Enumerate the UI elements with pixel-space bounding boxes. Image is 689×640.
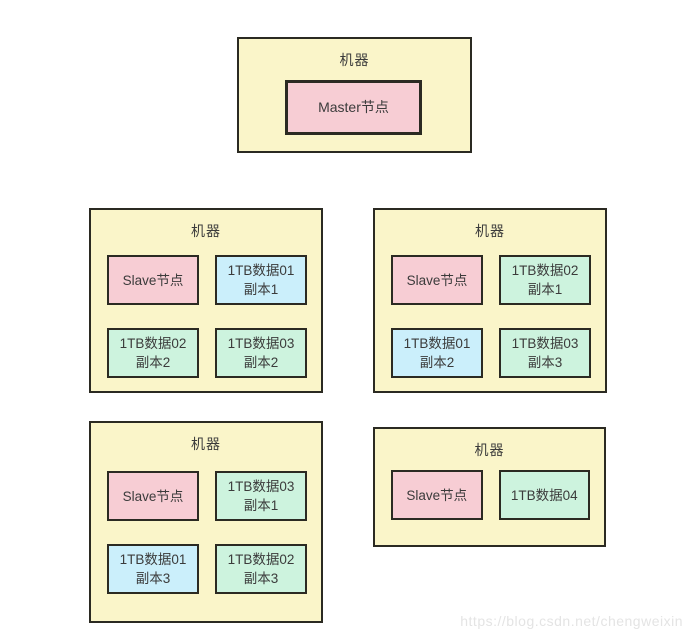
data-block-box: 1TB数据02 副本3 — [215, 544, 307, 594]
machine-title: 机器 — [339, 52, 370, 68]
slave-node-box: Slave节点 — [107, 471, 199, 521]
data-block-box: 1TB数据01 副本3 — [107, 544, 199, 594]
machine-nodes-grid: Slave节点 1TB数据01 副本1 1TB数据02 副本2 1TB数据03 … — [107, 255, 307, 378]
slave-node-box: Slave节点 — [391, 470, 483, 520]
data-block-box: 1TB数据01 副本2 — [391, 328, 483, 378]
data-block-box: 1TB数据03 副本2 — [215, 328, 307, 378]
data-block-box: 1TB数据02 副本1 — [499, 255, 591, 305]
slave-node-box: Slave节点 — [391, 255, 483, 305]
data-block-box: 1TB数据04 — [498, 470, 590, 520]
machine-title: 机器 — [191, 436, 221, 452]
machine-title: 机器 — [475, 223, 505, 239]
master-node-box: Master节点 — [285, 80, 422, 135]
data-block-box: 1TB数据03 副本3 — [499, 328, 591, 378]
data-block-box: 1TB数据03 副本1 — [215, 471, 307, 521]
machine-nodes-grid: Slave节点 1TB数据04 — [391, 470, 590, 520]
watermark: https://blog.csdn.net/chengweixin — [460, 613, 683, 629]
machine-box-master: 机器 Master节点 — [237, 37, 472, 153]
machine-box-slave-1: 机器 Slave节点 1TB数据01 副本1 1TB数据02 副本2 1TB数据… — [89, 208, 323, 393]
machine-box-slave-3: 机器 Slave节点 1TB数据03 副本1 1TB数据01 副本3 1TB数据… — [89, 421, 323, 623]
machine-box-slave-4: 机器 Slave节点 1TB数据04 — [373, 427, 606, 547]
machine-title: 机器 — [474, 442, 505, 458]
machine-title: 机器 — [191, 223, 221, 239]
data-block-box: 1TB数据01 副本1 — [215, 255, 307, 305]
machine-box-slave-2: 机器 Slave节点 1TB数据02 副本1 1TB数据01 副本2 1TB数据… — [373, 208, 607, 393]
slave-node-box: Slave节点 — [107, 255, 199, 305]
data-block-box: 1TB数据02 副本2 — [107, 328, 199, 378]
machine-nodes-grid: Slave节点 1TB数据03 副本1 1TB数据01 副本3 1TB数据02 … — [107, 471, 307, 594]
machine-nodes-grid: Slave节点 1TB数据02 副本1 1TB数据01 副本2 1TB数据03 … — [391, 255, 591, 378]
